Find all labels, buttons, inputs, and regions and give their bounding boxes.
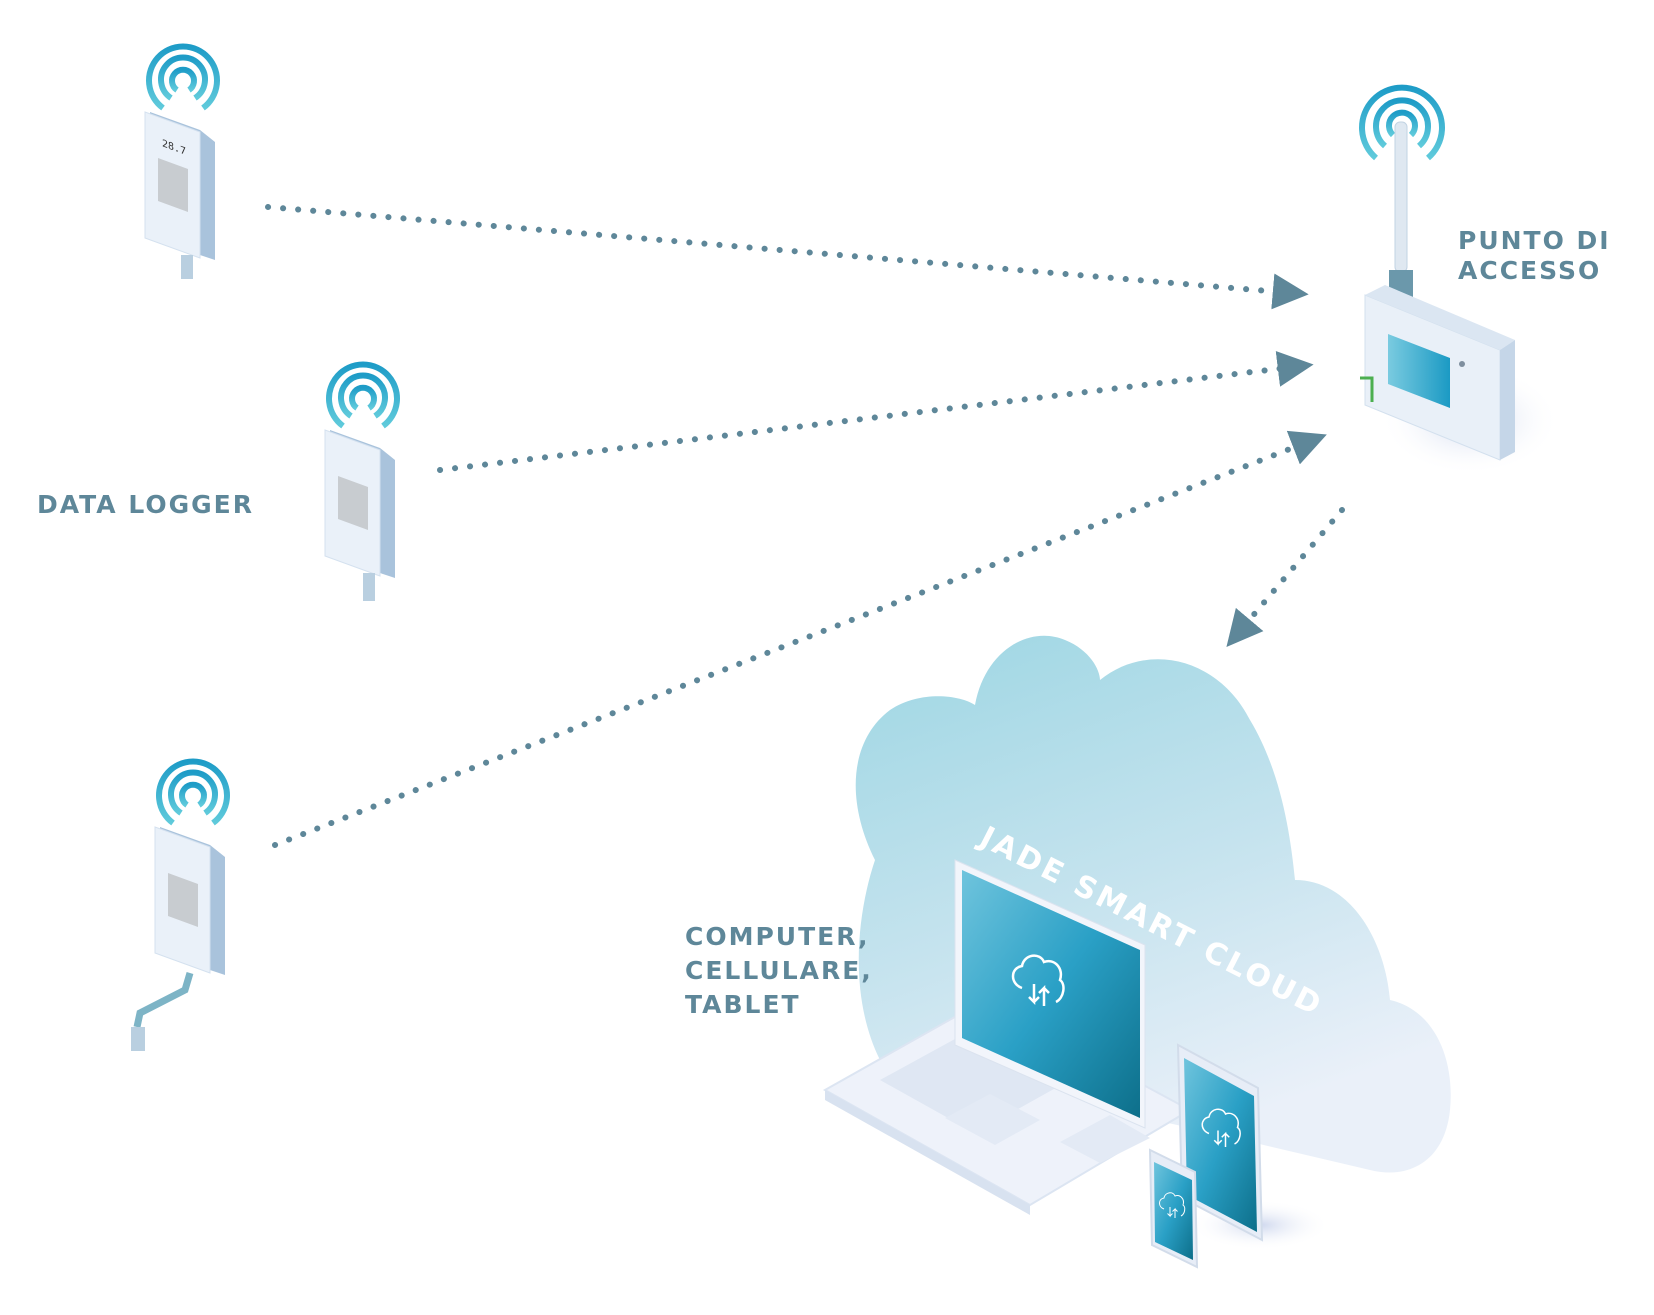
status-led [1360,376,1374,402]
tablet [1176,1043,1330,1250]
arrow-logger3-to-ap [272,430,1327,848]
trackpad [945,1094,1040,1145]
data-logger-3 [131,758,230,1051]
cloud-sync-icon [1201,1108,1241,1147]
cloud-sync-icon [1159,1192,1186,1218]
wifi-signal-icon [146,43,220,111]
tablet-screen [1184,1058,1257,1232]
devices-label: COMPUTER, CELLULARE, TABLET [685,920,873,1021]
data-logger-2 [324,361,400,601]
devices-label-line: TABLET [685,989,801,1019]
probe-cable [133,972,194,1028]
laptop-screen [962,870,1140,1118]
data-logger-1: 28.7 [144,43,220,279]
data-logger-label: DATA LOGGER [37,490,254,519]
lcd-display [168,873,198,927]
access-point-label: PUNTO DI ACCESSO [1458,226,1611,286]
smartphone [1148,1148,1199,1269]
probe [181,255,193,279]
probe [363,573,375,601]
connection-arrows [265,204,1345,848]
probe [131,1027,145,1051]
wifi-signal-icon [156,758,230,826]
ap-screen [1388,334,1450,408]
antenna [1394,121,1408,273]
cloud-sync-icon [1011,954,1065,1006]
lcd-display [158,158,188,212]
wifi-signal-icon [326,361,400,429]
wifi-signal-icon [1359,84,1445,161]
devices-label-line: COMPUTER, [685,922,870,951]
devices-label-line: CELLULARE, [685,955,873,985]
access-point-label-line: PUNTO DI [1458,226,1611,255]
access-point [1359,84,1560,475]
arrow-logger2-to-ap [437,350,1314,473]
arrow-ap-to-cloud [1226,507,1345,648]
laptop [822,859,1193,1215]
access-point-label-line: ACCESSO [1458,256,1602,285]
arrow-logger1-to-ap [265,204,1309,310]
lcd-display [338,476,368,530]
